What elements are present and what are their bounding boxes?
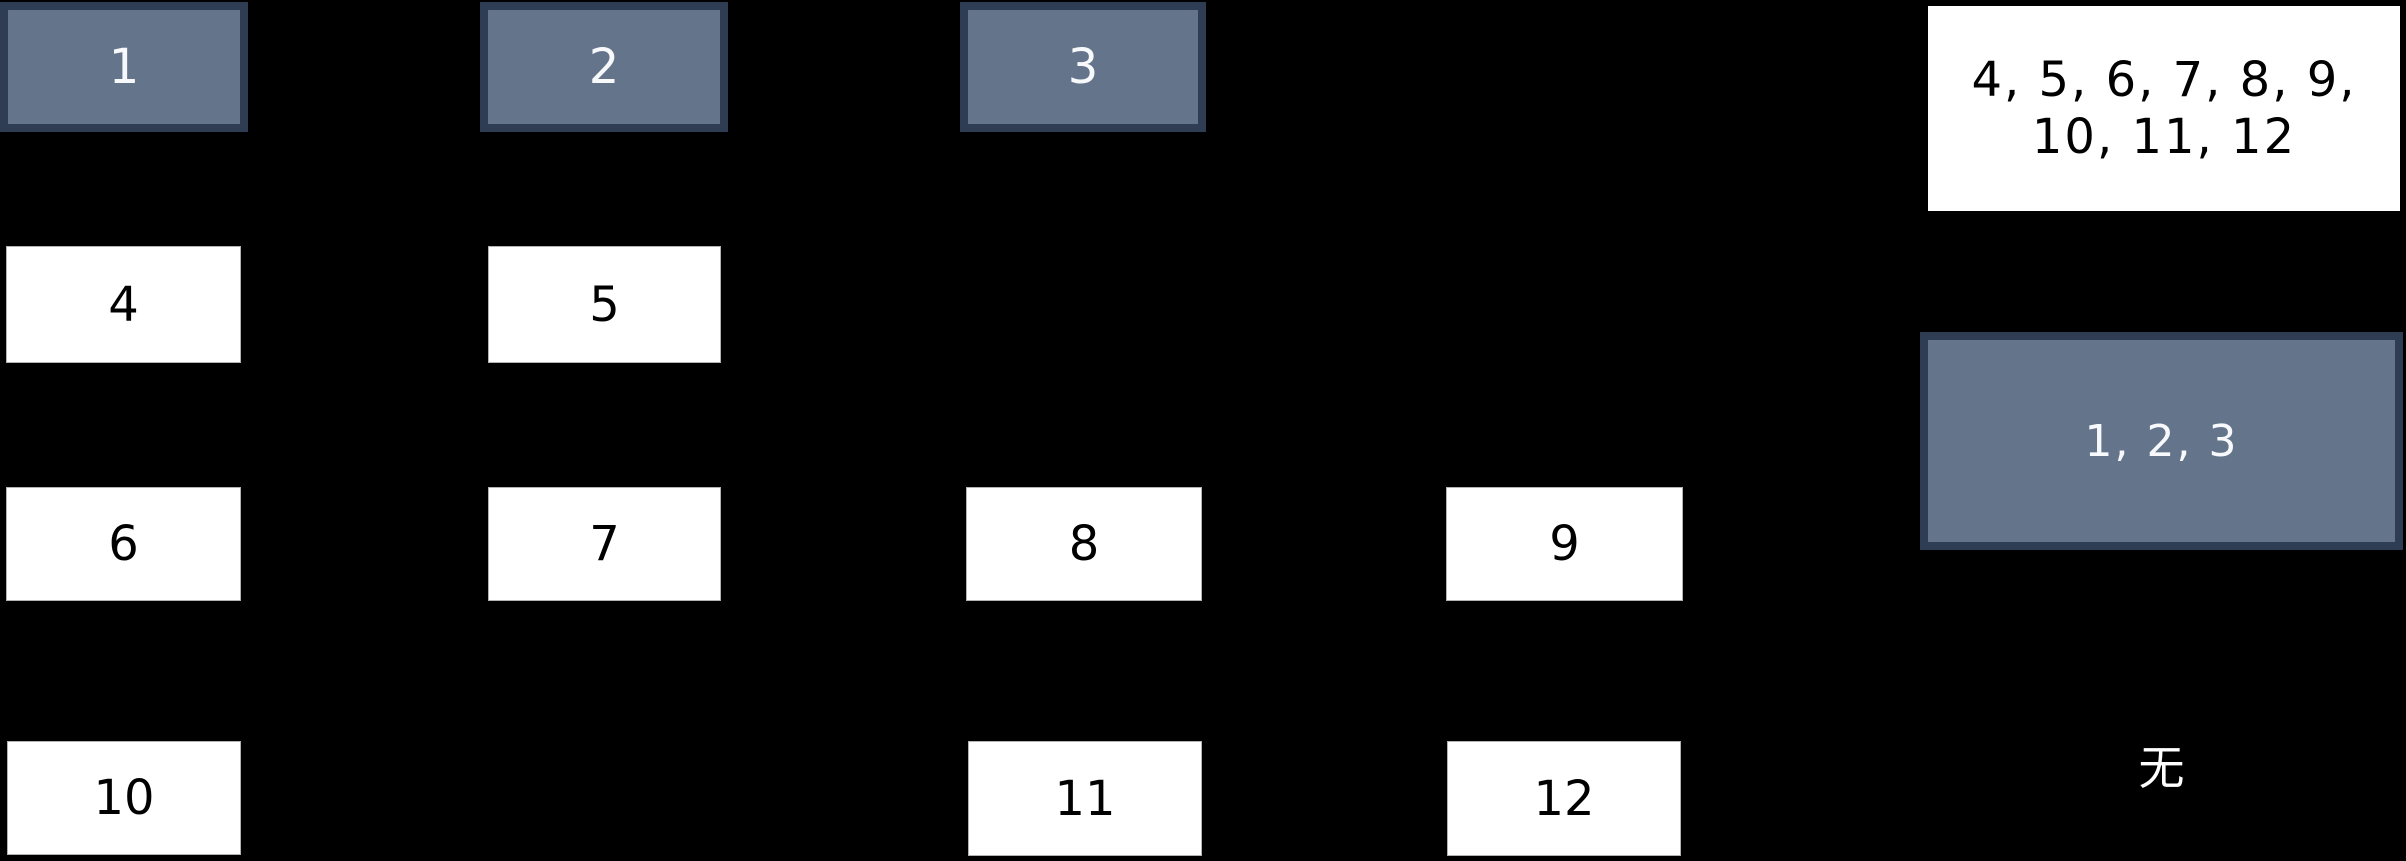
- node-7: 7: [488, 487, 721, 601]
- node-2: 2: [480, 2, 728, 132]
- node-label: 9: [1549, 516, 1580, 572]
- node-label: 8: [1068, 516, 1100, 572]
- node-3: 3: [960, 2, 1206, 132]
- node-12: 12: [1447, 741, 1681, 856]
- node-10: 10: [7, 741, 241, 855]
- node-label: 1: [108, 39, 140, 95]
- node-11: 11: [968, 741, 1202, 856]
- node-8: 8: [966, 487, 1202, 601]
- node-1: 1: [0, 2, 248, 132]
- node-6: 6: [6, 487, 241, 601]
- highlighted-numbers-text: 1, 2, 3: [2084, 415, 2239, 467]
- node-label: 2: [588, 39, 620, 95]
- node-9: 9: [1446, 487, 1683, 601]
- node-label: 10: [93, 770, 155, 826]
- remaining-numbers-box: 4, 5, 6, 7, 8, 9, 10, 11, 12: [1928, 6, 2400, 211]
- remaining-numbers-text: 4, 5, 6, 7, 8, 9, 10, 11, 12: [1971, 51, 2357, 165]
- node-label: 6: [108, 516, 139, 572]
- highlighted-numbers-box: 1, 2, 3: [1920, 332, 2403, 550]
- node-label: 12: [1533, 770, 1595, 827]
- node-5: 5: [488, 246, 721, 363]
- node-label: 11: [1054, 770, 1116, 827]
- node-label: 5: [589, 276, 620, 333]
- node-label: 3: [1067, 39, 1099, 95]
- node-4: 4: [6, 246, 241, 363]
- none-text: 无: [2138, 741, 2185, 795]
- node-label: 7: [589, 516, 620, 572]
- node-label: 4: [108, 276, 139, 333]
